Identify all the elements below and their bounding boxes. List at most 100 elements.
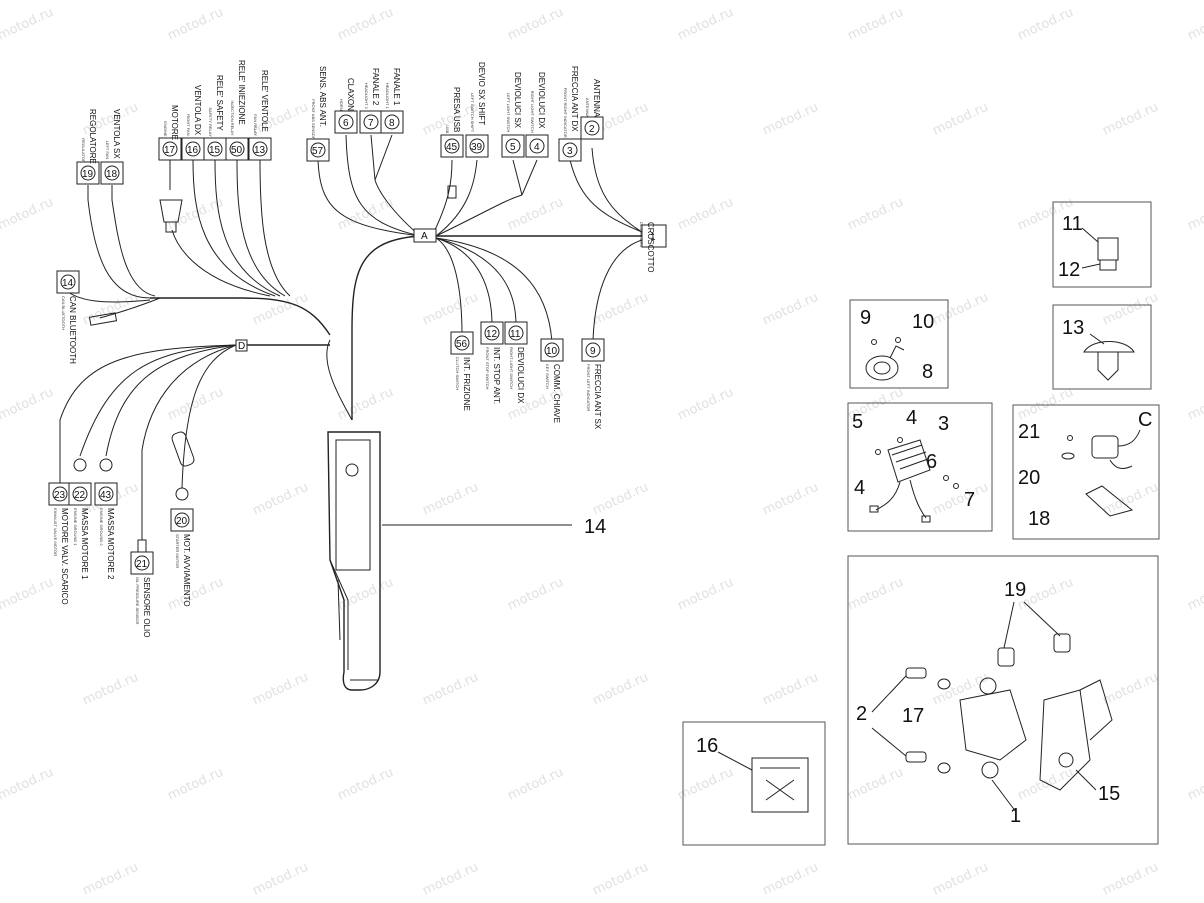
callout-21: 21 (1018, 421, 1040, 443)
connector-number: 5 (510, 142, 516, 153)
watermark-text: motod.ru (760, 100, 820, 139)
callout-19: 19 (1004, 579, 1026, 601)
connector-ring (52, 486, 68, 502)
connector-label: FANALE 2 (371, 68, 380, 106)
regulator-panel: 5 4 3 6 4 7 (847, 402, 993, 532)
connector-number: 9 (590, 346, 596, 357)
connector-sublabel: LEFT FAN (105, 141, 110, 160)
connector-box (580, 116, 604, 140)
connector-box (480, 321, 504, 345)
connector-ring (98, 486, 114, 502)
connector-label: SENSORE OLIO (142, 577, 151, 637)
connector-label: SENS. ABS ANT. (318, 66, 327, 127)
watermark-text: motod.ru (335, 5, 395, 44)
watermark-text: motod.ru (165, 765, 225, 804)
watermark-text: motod.ru (845, 195, 905, 234)
callout-8: 8 (922, 361, 933, 383)
connector-ring (585, 342, 601, 358)
connector-number: 18 (106, 169, 118, 180)
plug-shapes (73, 185, 457, 553)
connector-label: DEVIOLUCI DX (516, 347, 525, 404)
callout-6: 6 (926, 451, 937, 473)
connector-label: VENTOLA DX (193, 85, 202, 136)
watermark-text: motod.ru (250, 670, 310, 709)
connector-sublabel: INJECTION RELAY (230, 101, 235, 136)
callout-10: 10 (912, 311, 934, 333)
callout-5: 5 (852, 411, 863, 433)
connector-label: MASSA MOTORE 1 (80, 508, 89, 580)
connector-number: 22 (74, 490, 86, 501)
connector-box (158, 137, 182, 161)
connector-number: 20 (176, 516, 188, 527)
watermark-text: motod.ru (760, 480, 820, 519)
connector-ring (207, 141, 223, 157)
connector-ring (80, 165, 96, 181)
watermark-text: motod.ru (505, 5, 565, 44)
callout-4a: 4 (906, 407, 917, 429)
harness-wires (59, 134, 643, 540)
connector-number: 39 (471, 142, 483, 153)
watermark-text: motod.ru (0, 195, 56, 234)
connector-label: MASSA MOTORE 2 (106, 508, 115, 580)
main-harness-ecu: 14 (327, 431, 606, 691)
watermark-text: motod.ru (420, 290, 480, 329)
connector-number: 13 (254, 145, 266, 156)
watermark-text: motod.ru (930, 480, 990, 519)
watermark-text: motod.ru (420, 860, 480, 899)
connector-sublabel: ENGINE GROUND 1 (73, 508, 78, 546)
connector-label: FRECCIA ANT DX (570, 66, 579, 132)
connector-box (380, 110, 404, 134)
connector-ring (584, 120, 600, 136)
cruscotto-sub: DASHBOARD (639, 222, 644, 247)
connector-box (558, 138, 582, 162)
connector-sublabel: FRONT LEFT INDICATOR (586, 364, 591, 411)
cruscotto-connector: 1 CRUSCOTTO DASHBOARD (639, 222, 667, 273)
connector-label: PRESA USB (452, 87, 461, 132)
connector-ring (454, 335, 470, 351)
watermark-text: motod.ru (250, 480, 310, 519)
watermark-text: motod.ru (675, 385, 735, 424)
connector-sublabel: LEFT SWITCH SHIFT (470, 93, 475, 133)
watermark-text: motod.ru (845, 575, 905, 614)
callout-2: 2 (856, 703, 867, 725)
relay-panel: 11 12 (1052, 201, 1152, 288)
connector-ring (310, 142, 326, 158)
connector-number: 17 (164, 145, 176, 156)
callout-16: 16 (696, 735, 718, 757)
watermark-text: motod.ru (1015, 385, 1075, 424)
connector-ring (562, 142, 578, 158)
connector-number: 3 (567, 146, 573, 157)
watermark-text: motod.ru (845, 765, 905, 804)
connector-number: 2 (589, 124, 595, 135)
callout-12: 12 (1058, 259, 1080, 281)
callout-4b: 4 (854, 477, 865, 499)
watermark-text: motod.ru (80, 670, 140, 709)
watermark-text: motod.ru (930, 100, 990, 139)
connector-sublabel: HORN (339, 99, 344, 111)
sensor-panel: 21 C 20 18 (1012, 404, 1160, 540)
connector-label: INT. STOP ANT. (492, 347, 501, 404)
junction-D: D (235, 339, 248, 352)
connector-sublabel: ANTENNA (585, 98, 590, 117)
cruscotto-number: 1 (650, 232, 656, 243)
connector-number: 11 (510, 329, 521, 340)
connector-box (334, 110, 358, 134)
watermark-text: motod.ru (590, 860, 650, 899)
connector-label: RELE' SAFETY (215, 75, 224, 131)
connector-label: RELE' INIEZIONE (237, 60, 246, 125)
watermark-text: motod.ru (1100, 670, 1160, 709)
watermark-text: motod.ru (335, 765, 395, 804)
